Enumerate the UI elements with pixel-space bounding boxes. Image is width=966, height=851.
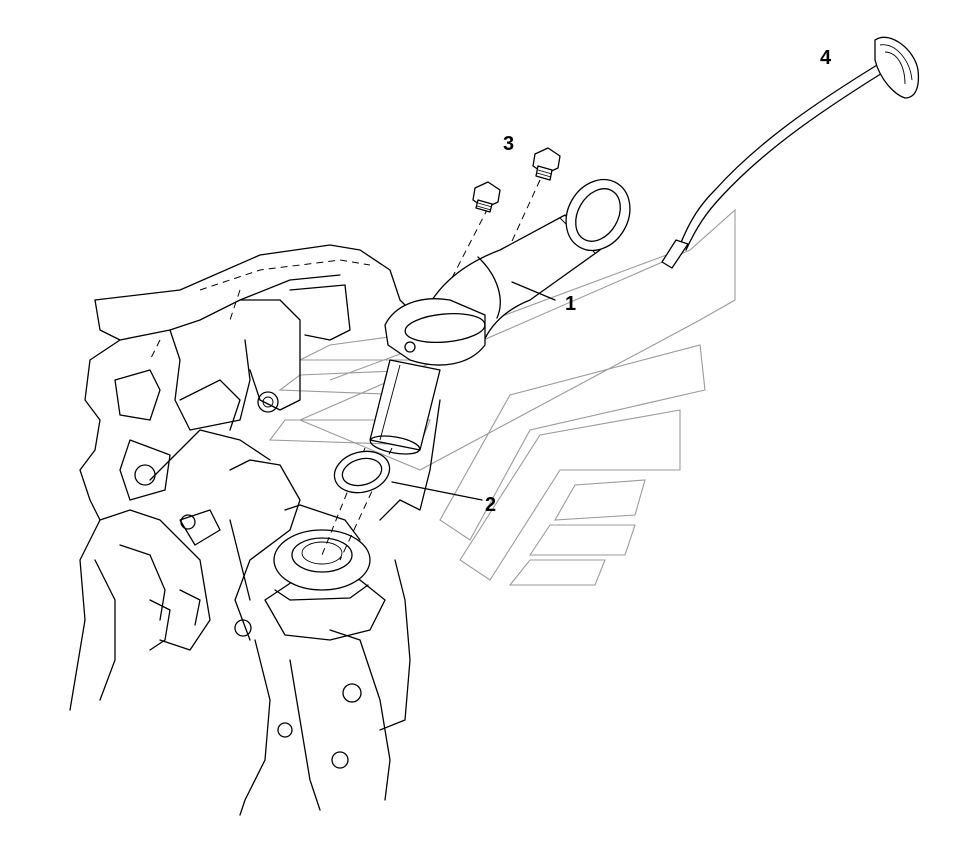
oil-filler-tube [369, 178, 631, 455]
background-outline-panels [268, 208, 736, 586]
o-ring-seal [333, 450, 391, 494]
engine-housing [69, 244, 441, 816]
callout-1: 1 [565, 293, 576, 315]
leader-lines [391, 281, 556, 501]
callout-4: 4 [820, 47, 832, 69]
callout-2: 2 [485, 494, 496, 516]
bolt-left [472, 181, 501, 213]
callout-3: 3 [503, 133, 514, 155]
oil-dipstick [661, 36, 920, 269]
filler-port-on-block [273, 504, 371, 601]
bolt-right [532, 147, 561, 181]
mounting-bolts [472, 147, 561, 213]
